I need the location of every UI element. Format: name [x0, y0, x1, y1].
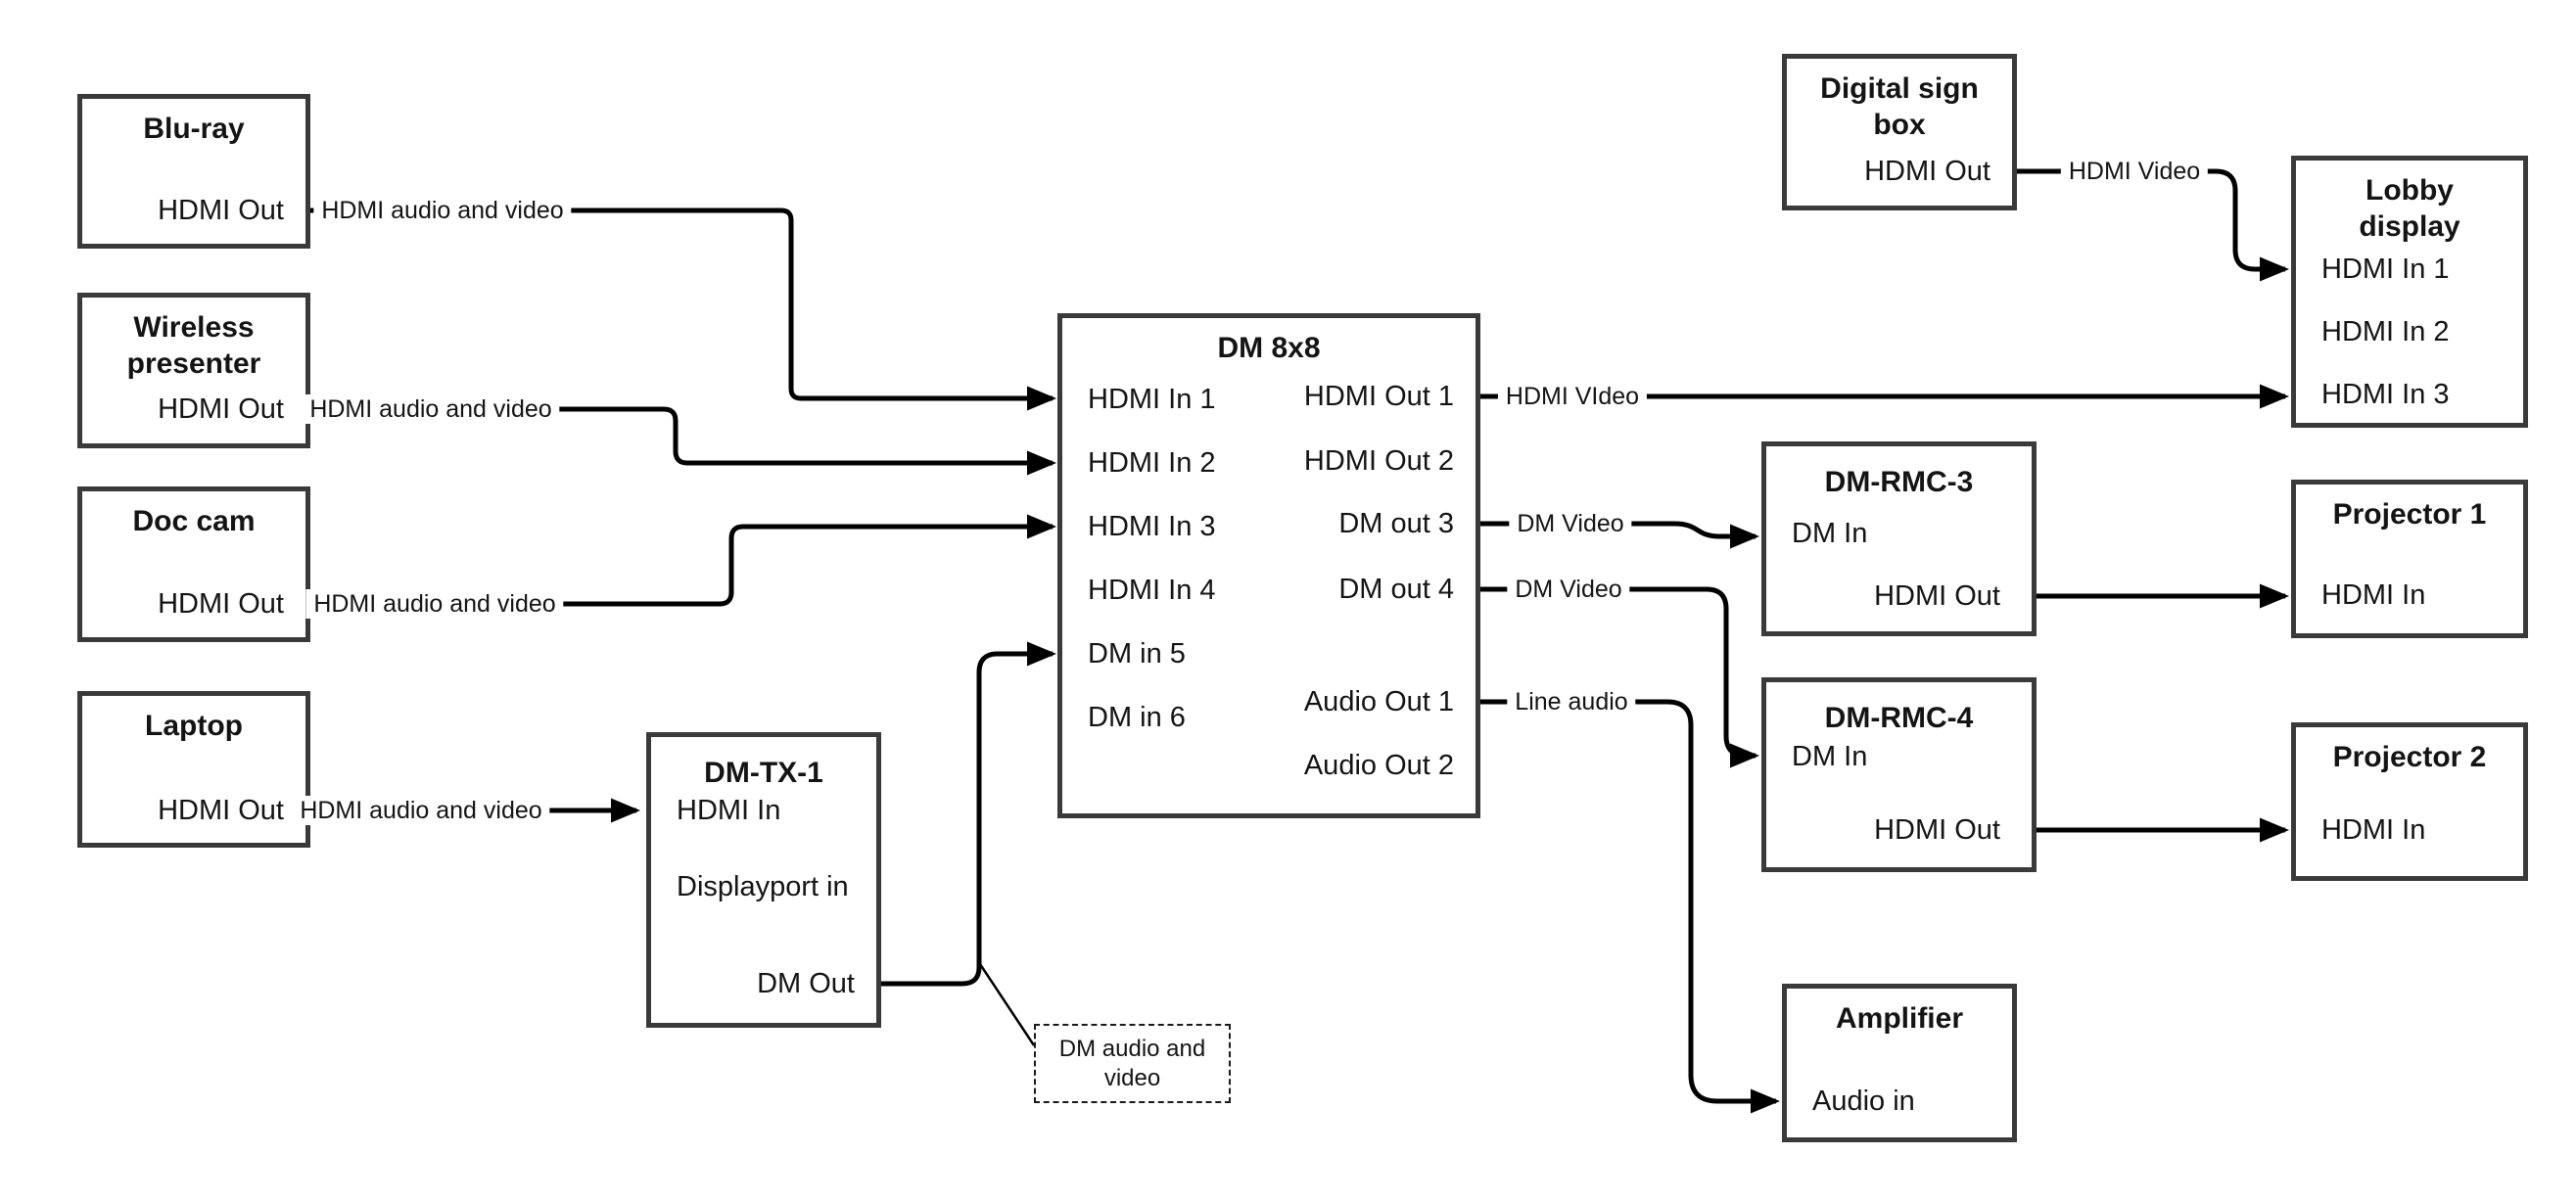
- port-hdmi-in-2: HDMI In 2: [2321, 316, 2450, 347]
- edge-label-line-audio: Line audio: [1507, 687, 1636, 716]
- node-title: DM-TX-1: [704, 757, 823, 789]
- port-hdmi-out-1: HDMI Out 1: [1303, 381, 1454, 412]
- node-title: DM-RMC-3: [1824, 466, 1974, 498]
- node-projector-2: Projector 2 HDMI In: [2291, 722, 2528, 881]
- edge-dm-out-3-to-dmrmc3: [1480, 521, 1760, 549]
- edge-label-hdmi-audio-video-1: HDMI audio and video: [313, 196, 572, 225]
- port-audio-out-2: Audio Out 2: [1303, 750, 1454, 781]
- edge-dmtx1-to-dm-in-5: [881, 641, 1057, 987]
- callout-leader-line: [978, 963, 1036, 1046]
- port-dm-out-4: DM out 4: [1338, 574, 1454, 605]
- port-hdmi-out: HDMI Out: [158, 588, 284, 620]
- node-dm-rmc-3: DM-RMC-3 DM In HDMI Out: [1761, 441, 2037, 636]
- port-hdmi-in-3: HDMI In 3: [2321, 379, 2450, 410]
- edge-audio-out-1-to-amp: [1480, 699, 1781, 1114]
- edge-label-dm-video-2: DM Video: [1507, 575, 1630, 604]
- port-hdmi-in-1: HDMI In 1: [1088, 384, 1216, 415]
- node-blu-ray: Blu-ray HDMI Out: [77, 94, 310, 249]
- port-hdmi-out: HDMI Out: [1874, 580, 2000, 612]
- port-dm-in-6: DM in 6: [1088, 702, 1186, 733]
- edge-label-hdmi-audio-video-3: HDMI audio and video: [305, 589, 564, 619]
- node-wireless-presenter: Wireless presenter HDMI Out: [77, 293, 310, 448]
- node-title: Doc cam: [132, 505, 256, 537]
- node-title: Digital sign box: [1820, 72, 1979, 141]
- node-title: Laptop: [145, 710, 243, 742]
- node-title: Projector 2: [2332, 741, 2487, 773]
- port-hdmi-in-2: HDMI In 2: [1088, 447, 1216, 479]
- port-hdmi-out: HDMI Out: [1864, 156, 1991, 187]
- port-hdmi-out-2: HDMI Out 2: [1303, 445, 1454, 477]
- edge-wireless-to-hdmi-in-2: [310, 406, 1057, 476]
- edge-label-hdmi-video-sign: HDMI Video: [2060, 157, 2209, 186]
- port-hdmi-in: HDMI In: [677, 795, 781, 826]
- port-audio-in: Audio in: [1812, 1086, 1915, 1117]
- node-title: Blu-ray: [143, 113, 245, 145]
- port-hdmi-out: HDMI Out: [158, 393, 284, 425]
- edge-digitalsign-to-lobby: [2017, 168, 2290, 282]
- node-dm-8x8: DM 8x8 HDMI In 1 HDMI In 2 HDMI In 3 HDM…: [1057, 313, 1480, 818]
- port-hdmi-out: HDMI Out: [158, 795, 284, 826]
- port-dm-in-5: DM in 5: [1088, 638, 1186, 670]
- node-title: Lobby display: [2359, 174, 2460, 243]
- callout-dm-audio-and-video: DM audio and video: [1034, 1024, 1231, 1103]
- edge-label-hdmi-audio-video-4: HDMI audio and video: [292, 796, 550, 825]
- edge-label-hdmi-audio-video-2: HDMI audio and video: [302, 394, 560, 424]
- port-hdmi-in-1: HDMI In 1: [2321, 254, 2450, 285]
- node-digital-sign-box: Digital sign box HDMI Out: [1782, 54, 2017, 210]
- port-hdmi-in-3: HDMI In 3: [1088, 511, 1216, 542]
- port-displayport-in: Displayport in: [677, 871, 849, 902]
- edge-bluray-to-hdmi-in-1: [310, 208, 1057, 411]
- node-dm-tx-1: DM-TX-1 HDMI In Displayport in DM Out: [646, 732, 881, 1028]
- node-doc-cam: Doc cam HDMI Out: [77, 486, 310, 642]
- node-dm-rmc-4: DM-RMC-4 DM In HDMI Out: [1761, 677, 2037, 872]
- node-title: Projector 1: [2332, 498, 2487, 531]
- node-title: DM 8x8: [1217, 332, 1321, 364]
- edge-doccam-to-hdmi-in-3: [310, 514, 1057, 607]
- node-lobby-display: Lobby display HDMI In 1 HDMI In 2 HDMI I…: [2291, 156, 2528, 428]
- node-projector-1: Projector 1 HDMI In: [2291, 480, 2528, 638]
- port-dm-out: DM Out: [757, 968, 855, 999]
- node-title: Wireless presenter: [126, 311, 261, 380]
- port-hdmi-in-4: HDMI In 4: [1088, 575, 1216, 606]
- callout-text: DM audio and video: [1058, 1036, 1206, 1091]
- port-hdmi-out: HDMI Out: [158, 195, 284, 226]
- port-hdmi-in: HDMI In: [2321, 814, 2426, 846]
- node-laptop: Laptop HDMI Out: [77, 691, 310, 848]
- port-dm-in: DM In: [1792, 518, 1868, 549]
- node-title: Amplifier: [1835, 1002, 1964, 1035]
- node-amplifier: Amplifier Audio in: [1782, 984, 2017, 1142]
- port-hdmi-in: HDMI In: [2321, 579, 2426, 611]
- node-title: DM-RMC-4: [1824, 702, 1974, 734]
- port-audio-out-1: Audio Out 1: [1303, 686, 1454, 717]
- edge-label-dm-video-1: DM Video: [1509, 509, 1632, 538]
- port-dm-out-3: DM out 3: [1338, 508, 1454, 539]
- edge-dm-out-4-to-dmrmc4: [1480, 586, 1760, 768]
- port-hdmi-out: HDMI Out: [1874, 814, 2000, 846]
- edge-label-hdmi-video-out1: HDMI VIdeo: [1497, 382, 1648, 411]
- port-dm-in: DM In: [1792, 741, 1868, 772]
